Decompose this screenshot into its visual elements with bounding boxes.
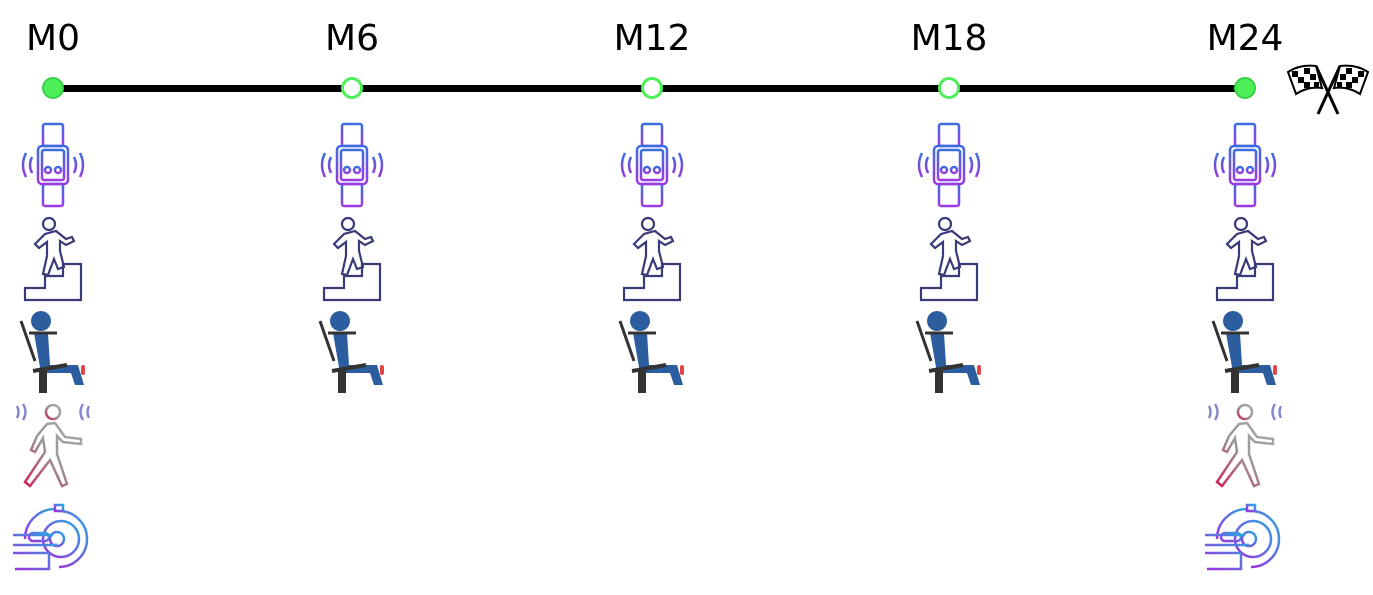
seated-leg-extension-icon bbox=[915, 309, 985, 395]
milestone-label: M12 bbox=[613, 18, 691, 59]
mri-scanner-icon bbox=[11, 503, 101, 573]
stair-climb-icon bbox=[322, 214, 382, 302]
milestone-m18: M18 bbox=[879, 0, 1019, 595]
wearable-watch-icon bbox=[1213, 122, 1277, 208]
checkered-flags-icon bbox=[1286, 64, 1370, 115]
milestone-label: M6 bbox=[325, 18, 379, 59]
milestone-node bbox=[1234, 77, 1256, 99]
mri-scanner-icon bbox=[1203, 503, 1293, 573]
gait-analysis-icon bbox=[13, 402, 93, 492]
wearable-watch-icon bbox=[620, 122, 684, 208]
milestone-label: M18 bbox=[910, 18, 988, 59]
milestone-m6: M6 bbox=[282, 0, 422, 595]
gait-analysis-icon bbox=[1205, 402, 1285, 492]
milestone-m12: M12 bbox=[582, 0, 722, 595]
milestone-node bbox=[938, 77, 960, 99]
milestone-label: M24 bbox=[1206, 18, 1284, 59]
stair-climb-icon bbox=[23, 214, 83, 302]
milestone-node bbox=[341, 77, 363, 99]
milestone-node bbox=[42, 77, 64, 99]
milestone-label: M0 bbox=[26, 18, 80, 59]
seated-leg-extension-icon bbox=[618, 309, 688, 395]
wearable-watch-icon bbox=[320, 122, 384, 208]
milestone-m0: M0 bbox=[0, 0, 123, 595]
seated-leg-extension-icon bbox=[19, 309, 89, 395]
stair-climb-icon bbox=[919, 214, 979, 302]
seated-leg-extension-icon bbox=[318, 309, 388, 395]
stair-climb-icon bbox=[1215, 214, 1275, 302]
wearable-watch-icon bbox=[917, 122, 981, 208]
milestone-m24: M24 bbox=[1175, 0, 1315, 595]
milestone-node bbox=[641, 77, 663, 99]
wearable-watch-icon bbox=[21, 122, 85, 208]
seated-leg-extension-icon bbox=[1211, 309, 1281, 395]
stair-climb-icon bbox=[622, 214, 682, 302]
